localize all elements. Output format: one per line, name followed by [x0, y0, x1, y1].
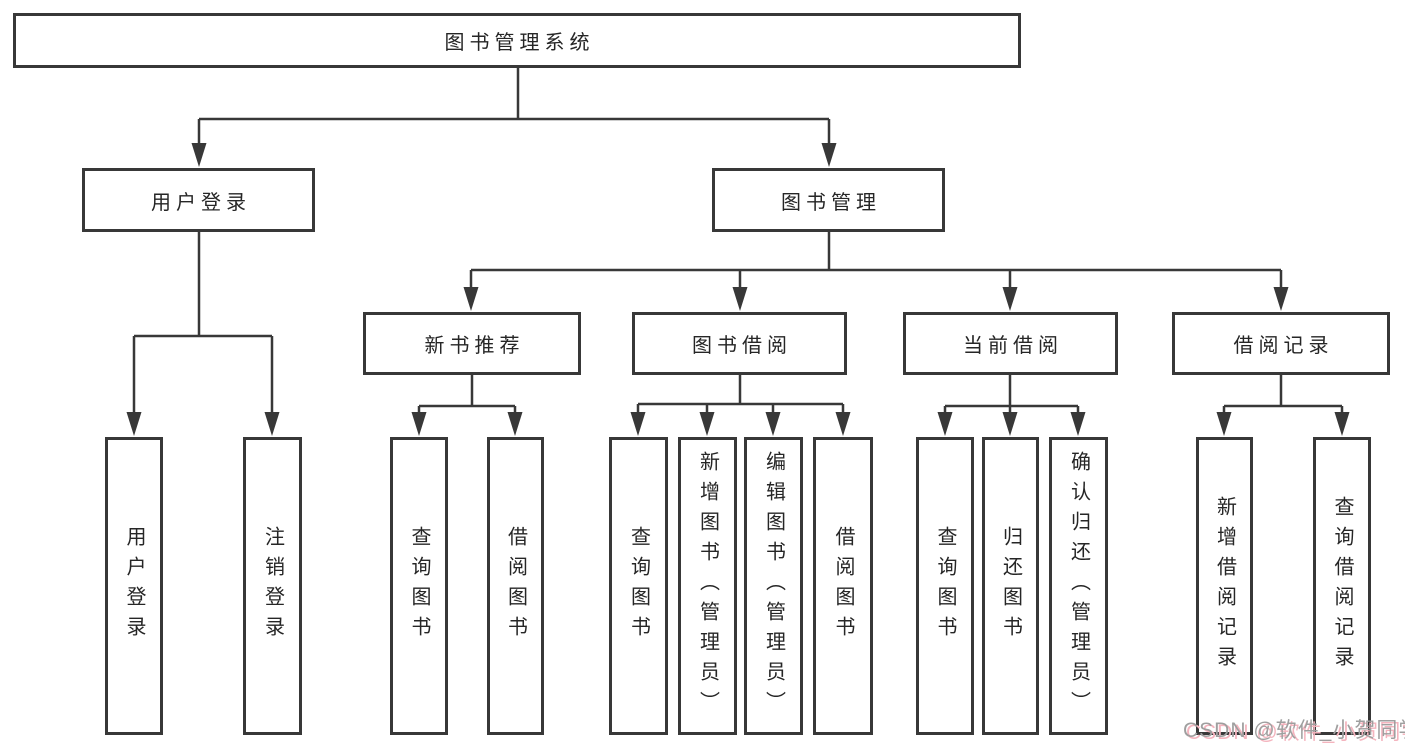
arrowhead [821, 143, 837, 167]
connector-user-login-children [132, 232, 274, 415]
node-current-borrow: 当前借阅 [903, 312, 1118, 375]
node-label: 查询图书 [408, 526, 430, 646]
arrowhead [937, 412, 953, 436]
connector-tree [132, 68, 1344, 415]
arrowhead [765, 412, 781, 436]
node-label: 确认归还（管理员） [1067, 451, 1090, 721]
leaf-query-book-current: 查询图书 [916, 437, 974, 735]
arrowhead [1002, 287, 1018, 311]
arrowhead [732, 287, 748, 311]
leaf-query-book-borrow: 查询图书 [609, 437, 668, 735]
arrowhead [1070, 412, 1086, 436]
connector-borrow-children [636, 375, 845, 415]
node-book-management: 图书管理 [712, 168, 945, 232]
leaf-return-book: 归还图书 [982, 437, 1039, 735]
arrowhead [126, 412, 142, 436]
csdn-watermark: CSDN @软件_小贺同学 [1183, 719, 1405, 742]
arrowhead [630, 412, 646, 436]
connector-root-to-level2 [197, 68, 831, 146]
node-label: 新书推荐 [424, 335, 525, 357]
connector-record-children [1222, 375, 1344, 415]
leaf-borrow-book-recommend: 借阅图书 [487, 437, 544, 735]
node-label: 借阅图书 [504, 526, 527, 646]
arrowhead [1334, 412, 1350, 436]
arrowhead [699, 412, 715, 436]
arrowhead [1273, 287, 1289, 311]
arrowhead [835, 412, 851, 436]
leaf-user-login: 用户登录 [105, 437, 163, 735]
leaf-add-book-admin: 新增图书（管理员） [678, 437, 737, 735]
node-label: 当前借阅 [963, 335, 1063, 357]
node-label: 借阅记录 [1233, 335, 1334, 357]
node-label: 查询借阅记录 [1331, 496, 1353, 676]
leaf-query-borrow-record: 查询借阅记录 [1313, 437, 1371, 735]
node-new-book-recommend: 新书推荐 [363, 312, 581, 375]
arrowheads [126, 143, 1350, 436]
connector-book-mgmt-children [469, 232, 1283, 290]
arrowhead [507, 412, 523, 436]
arrowhead [1002, 412, 1018, 436]
arrowhead [411, 412, 427, 436]
leaf-borrow-book: 借阅图书 [813, 437, 873, 735]
node-label: 用户登录 [123, 526, 145, 646]
node-label: 编辑图书（管理员） [762, 451, 785, 721]
node-borrow-record: 借阅记录 [1172, 312, 1390, 375]
node-label: 注销登录 [261, 526, 284, 646]
node-label: 图书管理系统 [444, 32, 595, 54]
leaf-confirm-return-admin: 确认归还（管理员） [1049, 437, 1108, 735]
node-user-login: 用户登录 [82, 168, 315, 232]
arrowhead [264, 412, 280, 436]
node-label: 用户登录 [151, 191, 251, 214]
arrowhead [463, 287, 479, 311]
node-label: 查询图书 [627, 526, 650, 646]
arrowhead [1216, 412, 1232, 436]
node-root-system: 图书管理系统 [13, 13, 1021, 68]
leaf-add-borrow-record: 新增借阅记录 [1196, 437, 1253, 735]
leaf-query-book-recommend: 查询图书 [390, 437, 448, 735]
node-label: 图书借阅 [692, 335, 792, 357]
node-label: 借阅图书 [832, 526, 854, 646]
node-label: 归还图书 [999, 526, 1022, 646]
node-label: 新增图书（管理员） [696, 451, 719, 721]
node-book-borrow: 图书借阅 [632, 312, 847, 375]
leaf-logout: 注销登录 [243, 437, 302, 735]
node-label: 新增借阅记录 [1213, 496, 1236, 676]
leaf-edit-book-admin: 编辑图书（管理员） [744, 437, 803, 735]
node-label: 查询图书 [934, 526, 956, 646]
node-label: 图书管理 [781, 191, 881, 214]
arrowhead [191, 143, 207, 167]
connector-current-children [943, 375, 1080, 415]
connector-new-book-children [417, 375, 517, 415]
